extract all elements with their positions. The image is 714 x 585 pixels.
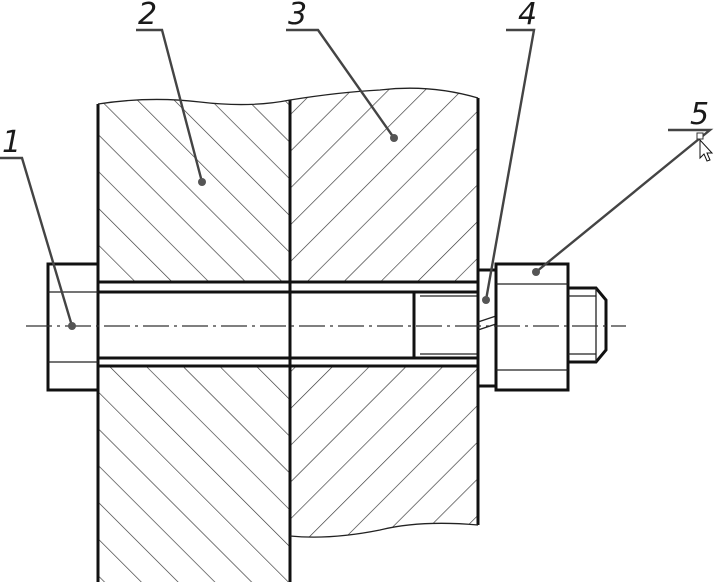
mouse-pointer-icon [696,132,714,162]
bolt-head [46,262,100,392]
leader-2 [136,28,204,183]
callout-2: 2 [138,0,157,32]
leader-1 [0,156,74,327]
plate-left [98,99,290,582]
spring-washer [476,268,498,388]
callout-1: 1 [2,125,21,160]
bolt-shank [98,280,478,368]
bolt-end [568,286,608,364]
callout-3: 3 [288,0,307,32]
callout-5: 5 [690,97,709,132]
leaders [0,28,714,330]
leader-4 [484,28,536,301]
nut [494,262,570,392]
callout-4: 4 [518,0,537,32]
plate-right [290,88,478,538]
leader-5 [535,128,714,273]
plate-outlines [96,87,480,582]
leader-3 [286,28,395,139]
